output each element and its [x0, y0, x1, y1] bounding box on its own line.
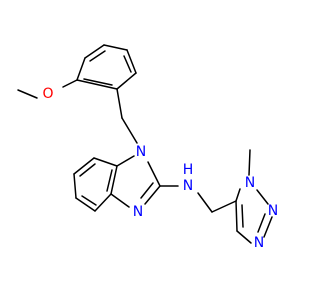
bond-benz-2: [73, 157, 95, 175]
bond-benz-double-3: [106, 169, 113, 192]
bond-ring-a3: [103, 44, 128, 51]
bond-benz-5: [94, 193, 112, 212]
methoxyphenyl-ring: [76, 44, 137, 90]
bond-benz-1: [93, 157, 118, 167]
bond-n3-c2: [144, 185, 161, 205]
bond-ring-a-double-3: [83, 78, 113, 86]
bond-n2-n3-double: [257, 213, 266, 233]
bond-nh-ch2: [197, 192, 213, 213]
bond-aryl-ch2: [116, 88, 123, 119]
bond-c4-c5-double: [241, 204, 244, 228]
bond-n1-c7a: [116, 155, 135, 167]
bond-n1-n2: [256, 189, 269, 205]
atom-n3-triazole: N: [254, 235, 264, 251]
bond-ring-a-double-2: [123, 55, 132, 73]
bond-n3-c4: [236, 230, 252, 244]
bond-c4-c5: [235, 200, 238, 232]
amine-linker: [159, 185, 237, 213]
atom-n3-benzimidazole: N: [133, 204, 143, 220]
bond-ring-a4: [126, 49, 137, 74]
bond-n3-c2-double: [140, 182, 154, 199]
atom-h-amine: H: [183, 162, 194, 178]
bond-n1-methyl: [248, 149, 251, 176]
bond-ring-a-double-1: [89, 50, 106, 62]
methoxy-group: [17, 79, 78, 99]
bond-ring-a5: [116, 72, 137, 90]
bond-ring-a2: [84, 44, 105, 59]
atom-n1-benzimidazole: N: [136, 144, 146, 160]
methyltriazole-ring: [235, 149, 273, 244]
bond-benz-3: [73, 173, 77, 199]
bond-c3a-n3: [110, 193, 130, 208]
atom-n-amine: N: [183, 178, 193, 194]
atom-o-methoxy: O: [42, 86, 53, 102]
bond-o-aryl: [62, 79, 78, 88]
bond-n2-n3: [263, 216, 273, 238]
bond-c2-n1: [147, 161, 161, 187]
bond-ring-a6: [76, 79, 118, 90]
atom-n2-triazole: N: [268, 203, 278, 219]
bond-c5-n1: [235, 188, 241, 202]
benzyl-linker: [116, 88, 138, 144]
benzimidazole-core: [73, 155, 161, 212]
bond-methyl-o: [17, 89, 38, 99]
molecule-structure-diagram: O N N N H N N N: [17, 44, 278, 251]
bond-benz-4: [75, 197, 96, 212]
bond-ch2-n1: [121, 117, 138, 144]
bond-benz-double-1: [79, 163, 96, 177]
atom-n1-triazole: N: [245, 175, 255, 191]
bond-benz-double-2: [81, 195, 97, 206]
bond-ch2-triazole: [211, 200, 237, 213]
bond-c7a-c3a: [110, 165, 118, 195]
bond-ring-a1: [76, 57, 86, 81]
